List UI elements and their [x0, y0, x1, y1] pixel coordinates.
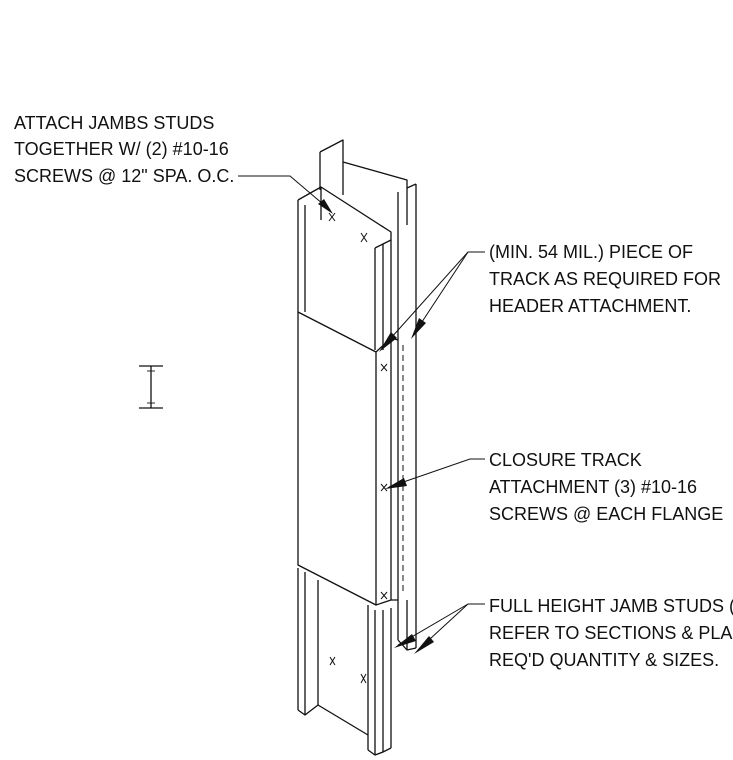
callout-header-track: (MIN. 54 MIL.) PIECE OF TRACK AS REQUIRE… — [379, 242, 721, 352]
callout-line: CLOSURE TRACK — [489, 450, 642, 470]
screw — [360, 673, 367, 684]
front-jamb-stud — [297, 186, 392, 756]
callout-line: REQ'D QUANTITY & SIZES. — [489, 650, 719, 670]
screw — [329, 656, 336, 666]
jamb-stud-assembly — [297, 139, 417, 756]
callout-line: TOGETHER W/ (2) #10-16 — [14, 139, 229, 159]
callout-line: (MIN. 54 MIL.) PIECE OF — [489, 242, 693, 262]
callout-attach-jambs: ATTACH JAMBS STUDS TOGETHER W/ (2) #10-1… — [14, 113, 333, 214]
callout-line: TRACK AS REQUIRED FOR — [489, 269, 721, 289]
screw — [328, 212, 336, 222]
closure-track — [297, 311, 404, 606]
callout-line: SCREWS @ EACH FLANGE — [489, 504, 723, 524]
callout-line: HEADER ATTACHMENT. — [489, 296, 691, 316]
callout-line: SCREWS @ 12" SPA. O.C. — [14, 166, 234, 186]
callout-line: REFER TO SECTIONS & PLAN — [489, 623, 733, 643]
rear-jamb-stud — [319, 139, 417, 651]
callout-jamb-studs: FULL HEIGHT JAMB STUDS ( REFER TO SECTIO… — [394, 596, 733, 670]
screw — [360, 232, 368, 243]
callout-line: ATTACH JAMBS STUDS — [14, 113, 214, 133]
callout-line: ATTACHMENT (3) #10-16 — [489, 477, 697, 497]
screw — [380, 483, 388, 492]
callout-line: FULL HEIGHT JAMB STUDS ( — [489, 596, 733, 616]
screw-marks — [328, 212, 388, 684]
screw — [380, 591, 388, 600]
screw — [380, 363, 388, 372]
callout-closure-track: CLOSURE TRACK ATTACHMENT (3) #10-16 SCRE… — [385, 450, 723, 524]
i-beam-section-icon — [139, 365, 163, 409]
